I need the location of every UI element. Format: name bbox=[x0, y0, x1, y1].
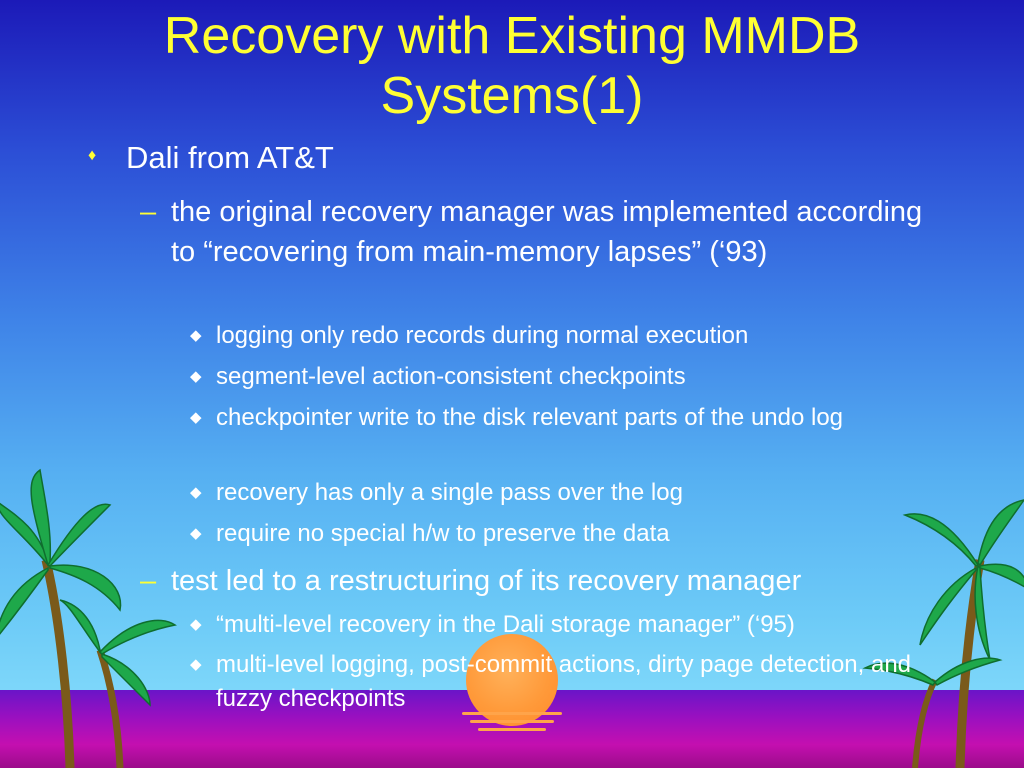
dash-bullet: – bbox=[140, 565, 157, 597]
right-palm-tree-icon bbox=[862, 499, 1024, 768]
sun-icon bbox=[466, 634, 558, 726]
left-palm-tree-icon bbox=[0, 468, 177, 768]
bullet-level3: checkpointer write to the disk relevant … bbox=[216, 404, 844, 431]
small-diamond-icon: ♦ bbox=[88, 147, 97, 164]
bullet-level1: Dali from AT&T bbox=[126, 140, 334, 175]
bullet-level3: recovery has only a single pass over the… bbox=[216, 479, 683, 506]
dash-bullet: – bbox=[140, 196, 157, 228]
bullet-level3: require no special h/w to preserve the d… bbox=[216, 520, 670, 547]
diamond-icon: ◆ bbox=[190, 484, 202, 501]
slide-title: Recovery with Existing MMDB Systems(1) bbox=[163, 7, 861, 125]
diamond-icon: ◆ bbox=[190, 409, 202, 426]
sun-reflection bbox=[462, 712, 562, 715]
bullet-level3: logging only redo records during normal … bbox=[216, 322, 749, 349]
bullet-level2: test led to a restructuring of its recov… bbox=[171, 565, 802, 597]
diamond-icon: ◆ bbox=[190, 368, 202, 385]
diamond-icon: ◆ bbox=[190, 616, 202, 633]
diamond-icon: ◆ bbox=[190, 656, 202, 673]
bullet-level2: the original recovery manager was implem… bbox=[171, 196, 923, 268]
diamond-icon: ◆ bbox=[190, 525, 202, 542]
bullet-level3: segment-level action-consistent checkpoi… bbox=[216, 363, 686, 390]
bullet-level3: “multi-level recovery in the Dali storag… bbox=[216, 611, 795, 638]
sun-reflection bbox=[478, 728, 546, 731]
sun-reflection bbox=[470, 720, 554, 723]
bullet-level3: multi-level logging, post-commit actions… bbox=[216, 651, 912, 712]
diamond-icon: ◆ bbox=[190, 327, 202, 344]
